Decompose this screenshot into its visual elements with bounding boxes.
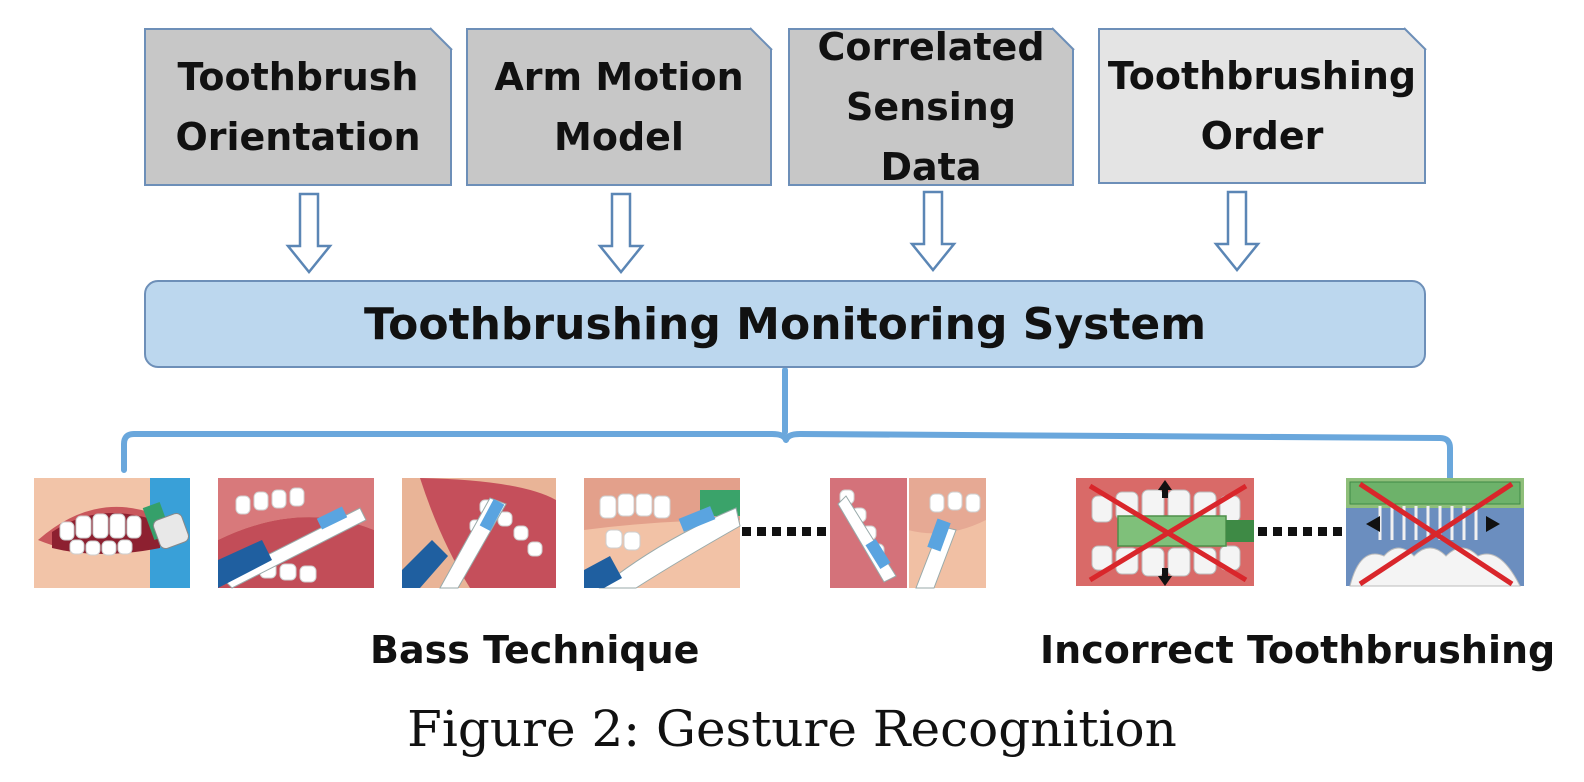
incorrect-technique-image	[1076, 478, 1254, 586]
monitoring-system-bar: Toothbrushing Monitoring System	[144, 280, 1426, 368]
figure-caption: Figure 2: Gesture Recognition	[407, 700, 1177, 758]
input-box-arm-motion-model: Arm Motion Model	[466, 28, 772, 186]
input-box-correlated-sensing-data: Correlated Sensing Data	[788, 28, 1074, 186]
group-label-incorrect: Incorrect Toothbrushing	[1040, 628, 1556, 672]
input-box-toothbrush-orientation: Toothbrush Orientation	[144, 28, 452, 186]
down-arrow-icon	[909, 190, 957, 272]
folded-corners	[429, 27, 1427, 51]
bass-technique-image	[34, 478, 190, 588]
down-arrow-icon	[597, 192, 645, 274]
input-box-label: Arm Motion Model	[494, 55, 744, 159]
group-label-bass: Bass Technique	[370, 628, 700, 672]
bass-technique-image	[830, 478, 986, 589]
bass-technique-image	[584, 478, 741, 589]
bass-technique-image	[402, 478, 556, 589]
system-label: Toothbrushing Monitoring System	[363, 298, 1207, 350]
down-arrow-icon	[285, 192, 333, 274]
bracket-connector	[121, 367, 1453, 481]
bass-technique-image	[218, 478, 374, 589]
down-arrow-icon	[1213, 190, 1261, 272]
incorrect-technique-image	[1346, 478, 1524, 587]
input-box-label: Toothbrushing Order	[1107, 54, 1417, 158]
ellipsis-dots	[742, 527, 826, 536]
ellipsis-dots	[1258, 527, 1342, 536]
input-box-label: Toothbrush Orientation	[175, 55, 421, 159]
input-box-toothbrushing-order: Toothbrushing Order	[1098, 28, 1426, 184]
input-box-label: Correlated Sensing Data	[817, 25, 1045, 189]
